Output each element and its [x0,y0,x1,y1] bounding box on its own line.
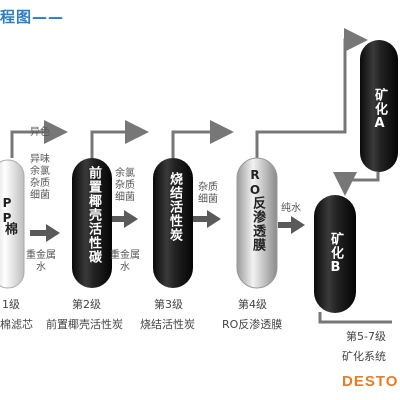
stage2-tube-text: 前置椰壳活性碳 [86,166,101,264]
pipes [10,28,392,324]
removed-item: 杂质 [115,180,135,191]
stage4-tube-text-bottom: 反渗透膜 [250,196,265,252]
stage4-name: RO反渗透膜 [222,318,283,331]
tube-mineral-a [360,40,398,172]
removed-item: 异色 [30,127,50,138]
pipe-3-4 [171,130,200,158]
brand-logo: DESTO [342,373,399,390]
waste-item: 水 [36,262,46,273]
tube-mineral-b [314,195,356,313]
removed-item: 余氯 [115,168,135,179]
stage5-level: 第5-7级 [346,330,386,343]
removed-list-1b: 异味 余氯 杂质 细菌 [30,154,50,202]
mineral-a-text: 矿化A [372,88,387,132]
tube-stage4 [236,157,278,289]
removed-item: 细菌 [115,192,135,203]
tube-stage1 [0,159,25,289]
flow-arrow-4 [278,216,305,234]
waste-item: 重金属 [110,250,140,261]
waste-item: 重金属 [26,250,56,261]
waste-item: 水 [120,262,130,273]
flow-arrow-2 [110,210,138,228]
waste-list-2: 重金属 水 [110,250,140,274]
stage4-level: 第4级 [238,298,267,311]
mineral-b-text: 矿化B [328,232,343,276]
pipe-A-B [333,172,380,196]
pure-water-label: 纯水 [281,203,301,214]
removed-item: 余氯 [30,166,50,177]
flow-arrow-1 [30,224,60,242]
removed-list-1: 异色 [30,127,50,139]
stage1-tube-text-top: PP [0,196,14,226]
stage3-level: 第3级 [154,298,183,311]
removed-item: 异味 [30,154,50,165]
flow-arrow-3 [193,210,221,228]
stage2-level: 第2级 [72,298,101,311]
tube-stage2 [72,158,112,288]
stage5-name: 矿化系统 [342,350,386,363]
stage3-tube-text: 烧结活性炭 [167,172,182,242]
page-title: 程图—— [0,8,65,26]
removed-item: 细菌 [198,194,218,205]
stage1-level: 1级 [2,298,20,311]
removed-item: 细菌 [30,190,50,201]
removed-list-3: 杂质 细菌 [198,182,218,206]
waste-list-1: 重金属 水 [26,250,56,274]
stage4-tube-text-top: RO [248,168,262,198]
stage2-name: 前置椰壳活性炭 [46,318,123,331]
stage1-tube-text-bottom: 棉 [2,222,17,236]
pipe-4-A [255,28,368,158]
stage3-name: 烧结活性炭 [140,318,195,331]
stage1-name: 棉滤芯 [0,318,33,331]
pipe-B-out [318,312,392,324]
removed-item: 杂质 [198,182,218,193]
removed-item: 杂质 [30,178,50,189]
pipe-1-2 [10,130,40,158]
removed-list-2: 余氯 杂质 细菌 [115,168,135,204]
tube-stage3 [153,158,193,288]
pipe-2-3 [90,130,120,158]
